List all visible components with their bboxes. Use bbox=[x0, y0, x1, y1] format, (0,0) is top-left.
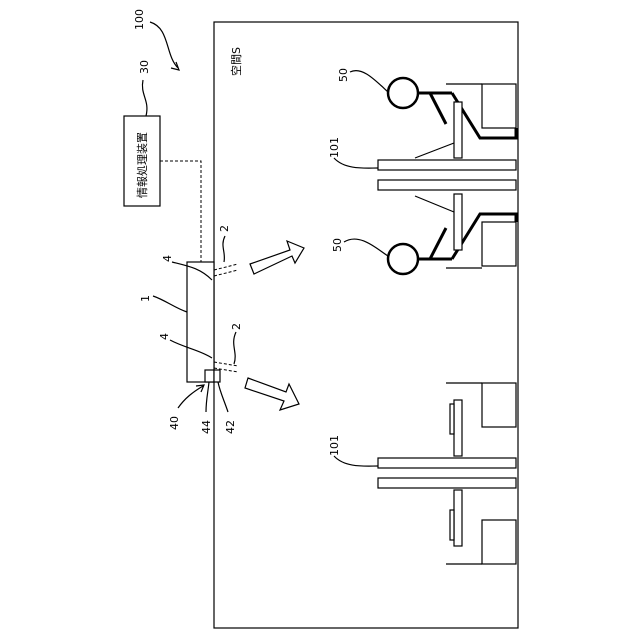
desk-top-upper-1 bbox=[378, 160, 516, 170]
label-beam-2-upper: 2 bbox=[218, 225, 231, 232]
cabinet-upper-bottom bbox=[482, 222, 516, 266]
info-device-connection bbox=[160, 161, 201, 262]
cabinet-lower-bottom bbox=[482, 520, 516, 564]
cabinet-upper-top bbox=[482, 84, 516, 128]
label-info-device-30: 30 bbox=[138, 60, 151, 74]
label-desk-101-upper: 101 bbox=[328, 137, 341, 158]
desk-top-upper-2 bbox=[378, 180, 516, 190]
bracket-44 bbox=[205, 370, 214, 382]
monitor-lower bbox=[454, 194, 462, 250]
label-desk-101-lower: 101 bbox=[328, 435, 341, 456]
leader-system-100 bbox=[150, 22, 178, 68]
label-sensor-unit-1: 1 bbox=[139, 295, 152, 302]
keyboard-lower-group-bottom bbox=[450, 510, 454, 540]
label-system-100: 100 bbox=[133, 9, 146, 30]
monitor-upper bbox=[454, 102, 462, 158]
label-emitter-4-lower: 4 bbox=[158, 333, 171, 340]
label-person-50-upper: 50 bbox=[337, 68, 350, 82]
keyboard-lower-group-top bbox=[450, 404, 454, 434]
desk-top-lower-2 bbox=[378, 478, 516, 488]
monitor-lower-group-top bbox=[454, 400, 462, 456]
leader-bracket-40 bbox=[178, 386, 203, 408]
space-s-label: 空間S bbox=[229, 47, 243, 76]
space-s-boundary bbox=[214, 22, 518, 628]
label-bracket-40: 40 bbox=[168, 416, 181, 430]
label-emitter-4-upper: 4 bbox=[161, 255, 174, 262]
label-bracket-42: 42 bbox=[224, 420, 237, 434]
bracket-42 bbox=[214, 370, 220, 382]
leader-sensor-unit-1 bbox=[153, 296, 187, 312]
monitor-lower-group-bottom bbox=[454, 490, 462, 546]
leader-bracket-44 bbox=[206, 382, 209, 412]
label-person-50-lower: 50 bbox=[331, 238, 344, 252]
desk-top-lower-1 bbox=[378, 458, 516, 468]
sensor-unit-1 bbox=[187, 262, 214, 382]
label-beam-2-lower: 2 bbox=[230, 323, 243, 330]
leader-info-device-30 bbox=[142, 80, 147, 116]
cabinet-lower-top bbox=[482, 383, 516, 427]
label-bracket-44: 44 bbox=[200, 420, 213, 434]
info-device-name: 情報処理装置 bbox=[136, 132, 149, 198]
